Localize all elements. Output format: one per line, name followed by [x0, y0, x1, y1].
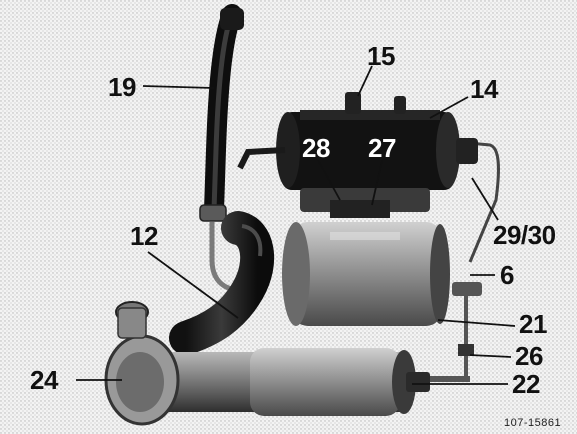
bolt-6 — [452, 282, 482, 296]
leader-21 — [437, 319, 516, 327]
leader-lines — [76, 65, 516, 385]
callout-12: 12 — [130, 221, 158, 251]
leader-27 — [371, 159, 383, 206]
leader-15 — [357, 65, 373, 97]
hose-fitting — [199, 204, 227, 222]
knob-15 — [345, 92, 361, 114]
callout-21: 21 — [519, 309, 547, 339]
figure-code: 107-15861 — [504, 417, 562, 429]
callout-27: 27 — [368, 133, 396, 163]
leader-12 — [147, 251, 239, 319]
leader-28 — [317, 159, 341, 201]
accumulator-housing-14 — [282, 112, 454, 190]
callout-19: 19 — [108, 72, 136, 102]
hose-12 — [169, 211, 275, 355]
callout-28: 28 — [302, 133, 330, 163]
leader-26 — [469, 354, 512, 358]
callout-24: 24 — [30, 365, 58, 395]
connector-29-30 — [456, 138, 478, 164]
leader-29-30 — [471, 177, 499, 221]
connector-wire — [457, 140, 500, 263]
callout-14: 14 — [470, 74, 498, 104]
callout-15: 15 — [367, 41, 395, 71]
leader-19 — [142, 85, 215, 89]
callout-22: 22 — [512, 369, 540, 399]
pump-motor-21 — [292, 222, 442, 326]
callout-29-30: 29/30 — [493, 220, 556, 250]
leader-14 — [429, 96, 469, 119]
callout-6: 6 — [500, 260, 514, 290]
callout-26: 26 — [515, 341, 543, 371]
hose-cap — [220, 8, 244, 30]
left-bracket — [237, 147, 286, 170]
